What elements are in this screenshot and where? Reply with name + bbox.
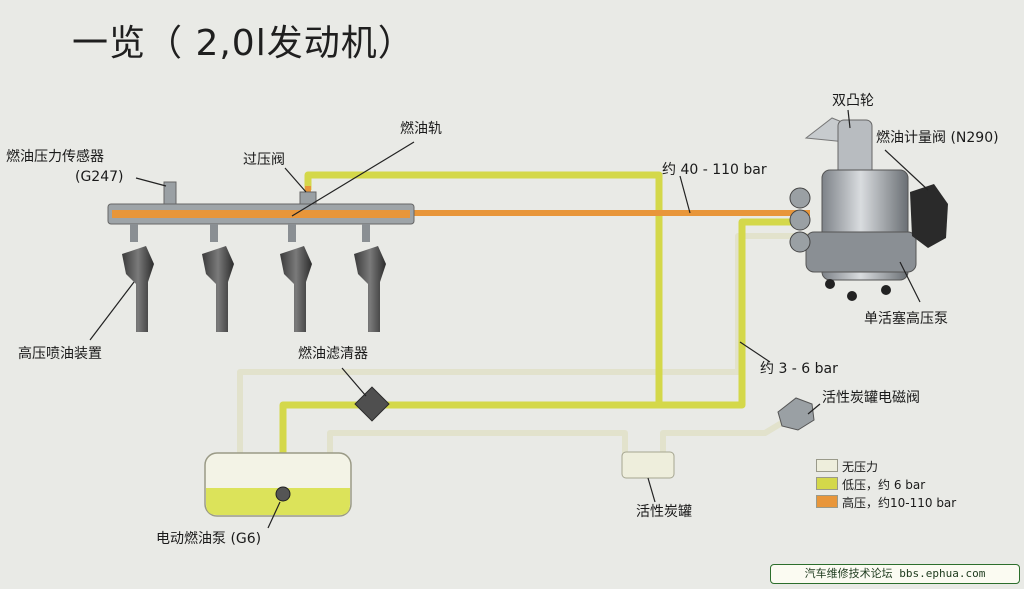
legend-label-low-pressure: 低压，约 6 bar: [842, 478, 926, 492]
fuel-tank: [204, 452, 352, 517]
label-canister: 活性炭罐: [636, 504, 692, 520]
label-metering-valve: 燃油计量阀 (N290): [876, 130, 999, 146]
return-line-pump: [237, 233, 808, 455]
leader-lines: [89, 109, 929, 529]
label-fuel-rail: 燃油轨: [400, 121, 442, 137]
forum-watermark: 汽车维修技术论坛 bbs.ephua.com: [770, 564, 1020, 584]
label-low-pressure-range: 约 3 - 6 bar: [760, 361, 838, 377]
legend-swatch-low-pressure: [816, 477, 838, 490]
label-pressure-sensor-code: (G247): [75, 169, 124, 185]
legend-label-no-pressure: 无压力: [842, 460, 879, 474]
label-hp-pump: 单活塞高压泵: [864, 311, 948, 327]
label-cam: 双凸轮: [832, 93, 874, 109]
label-relief-valve: 过压阀: [243, 152, 285, 168]
injector: [354, 224, 386, 332]
canister-valve-line: [660, 415, 792, 455]
legend-swatch-high-pressure: [816, 495, 838, 508]
label-electric-pump: 电动燃油泵 (G6): [156, 531, 262, 547]
high-pressure-pump: [789, 117, 948, 301]
relief-return-line: [304, 171, 663, 405]
canister-solenoid-valve: [777, 397, 815, 431]
injector: [122, 224, 154, 332]
label-high-pressure-range: 约 40 - 110 bar: [662, 162, 767, 178]
return-lines: [237, 233, 808, 455]
injectors: [122, 224, 386, 332]
fuel-filter: [354, 386, 390, 422]
label-injectors: 高压喷油装置: [18, 346, 102, 362]
low-pressure-lines: [279, 171, 808, 470]
label-fuel-filter: 燃油滤清器: [298, 346, 368, 362]
page-title: 一览（ 2,0l发动机）: [72, 23, 415, 64]
fuel-rail: [107, 181, 415, 225]
canister-line: [327, 430, 628, 455]
label-pressure-sensor: 燃油压力传感器: [6, 149, 104, 165]
injector: [280, 224, 312, 332]
label-canister-valve: 活性炭罐电磁阀: [822, 390, 920, 406]
low-pressure-feed: [279, 401, 370, 470]
legend-swatch-no-pressure: [816, 459, 838, 472]
activated-carbon-canister: [621, 451, 675, 479]
low-pressure-filter-out: [378, 218, 808, 409]
legend-label-high-pressure: 高压，约10-110 bar: [842, 496, 957, 510]
injector: [202, 224, 234, 332]
